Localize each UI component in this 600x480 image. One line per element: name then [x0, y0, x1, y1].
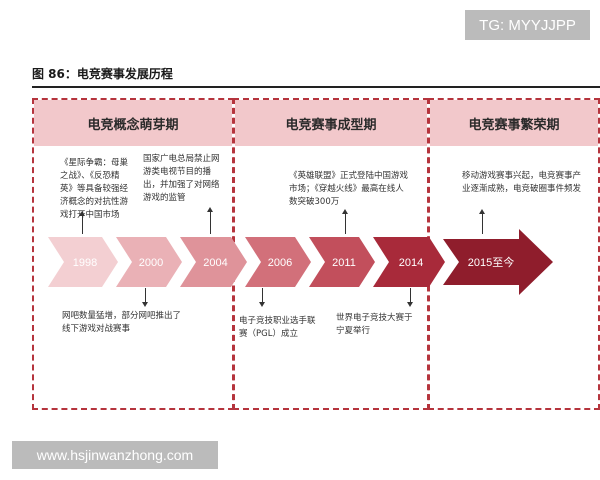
chevron-2014 — [373, 237, 445, 287]
chevron-1998 — [48, 237, 118, 287]
note-2000-lower: 网吧数量猛增，部分网吧推出了线下游戏对战赛事 — [62, 311, 182, 334]
arrow-up-2015 — [479, 209, 485, 234]
year-label-2006: 2006 — [268, 257, 292, 269]
watermark-site: www.hsjinwanzhong.com — [12, 441, 218, 469]
stage-box-forming: 电竞赛事成型期 — [233, 98, 429, 410]
year-label-2004: 2004 — [203, 257, 227, 269]
year-label-2011: 2011 — [332, 257, 356, 269]
chevron-2011 — [309, 237, 375, 287]
year-label-1998: 1998 — [73, 257, 97, 269]
year-label-2015至今: 2015至今 — [468, 255, 514, 269]
arrow-up-2000 — [79, 211, 85, 234]
figure-title: 图 86：电竞赛事发展历程 — [32, 67, 173, 81]
note-2004: 国家广电总局禁止网游类电视节目的播出，并加强了对网络游戏的监管 — [143, 154, 220, 203]
arrow-up-2011 — [342, 209, 348, 234]
stage-header-prosperous: 电竞赛事繁荣期 — [430, 100, 598, 146]
note-2006: 电子竞技职业选手联赛（PGL）成立 — [239, 316, 316, 339]
title-rule — [32, 86, 600, 88]
arrow-up-2004 — [207, 207, 213, 234]
chevron-2000 — [116, 237, 182, 287]
arrow-down-2006 — [259, 288, 265, 307]
arrow-down-2014 — [407, 288, 413, 307]
note-2014: 世界电子竞技大赛于宁夏举行 — [336, 313, 413, 336]
stage-header-budding: 电竞概念萌芽期 — [34, 100, 232, 146]
chevron-2006 — [245, 237, 311, 287]
note-2015: 移动游戏赛事兴起，电竞赛事产业逐渐成熟，电竞破圈事件频发 — [462, 171, 582, 194]
stage-header-forming: 电竞赛事成型期 — [235, 100, 427, 146]
year-label-2014: 2014 — [399, 257, 423, 269]
chevron-2015至今 — [443, 229, 553, 295]
chevron-2004 — [180, 237, 247, 287]
arrow-down-2000 — [142, 288, 148, 307]
note-2000: 《星际争霸：母巢之战》、《反恐精英》等具备较强经济概念的对抗性游戏打开中国市场 — [60, 158, 129, 220]
note-2011: 《英雄联盟》正式登陆中国游戏市场；《穿越火线》最高在线人数突破300万 — [289, 171, 409, 207]
year-label-2000: 2000 — [139, 257, 163, 269]
watermark-tg: TG: MYYJJPP — [465, 10, 590, 40]
